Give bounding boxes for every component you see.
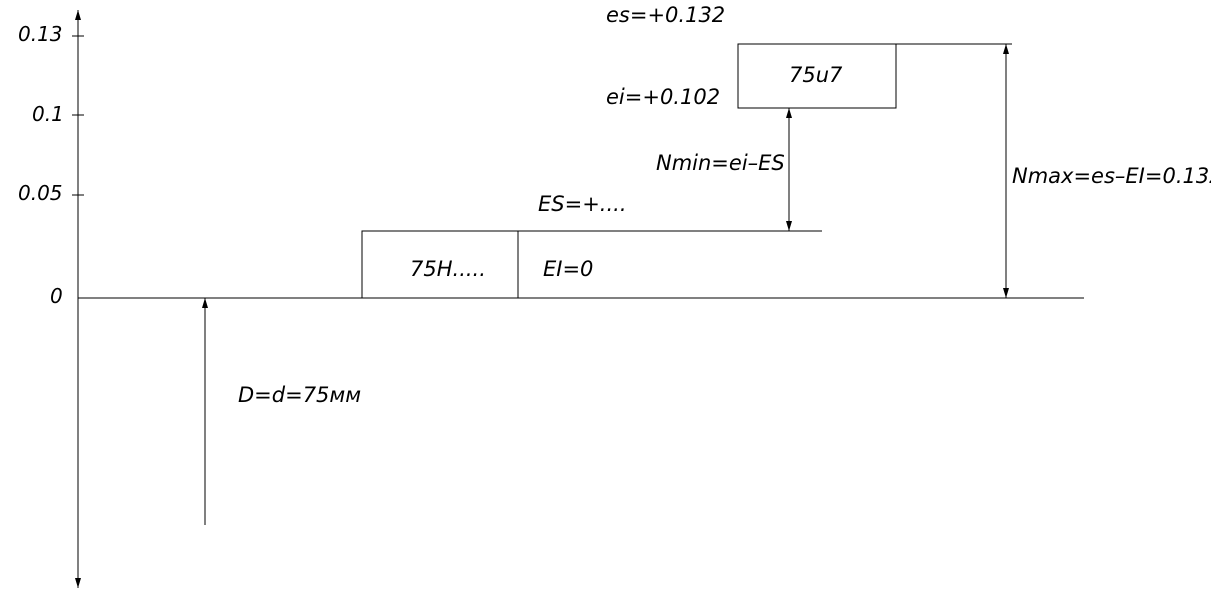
shaft-label: 75u7 (789, 63, 843, 87)
tick-label-0-05: 0.05 (18, 181, 63, 205)
nmin-label: Nmin=ei–ES (656, 151, 785, 175)
nmax-label: Nmax=es–EI=0.132 (1012, 164, 1211, 188)
hole-es-label: ES=+.... (538, 192, 627, 216)
nominal-dimension-label: D=d=75мм (238, 383, 361, 407)
tick-label-0: 0 (50, 284, 63, 308)
tick-label-0-13: 0.13 (18, 22, 63, 46)
tick-label-0-1: 0.1 (32, 102, 64, 126)
shaft-tolerance-zone (737, 43, 897, 109)
hole-ei-label: EI=0 (543, 257, 593, 281)
hole-label: 75H..... (410, 257, 486, 281)
shaft-es-label: es=+0.132 (606, 3, 725, 27)
shaft-ei-label: ei=+0.102 (606, 85, 720, 109)
hole-tolerance-zone (361, 230, 519, 299)
